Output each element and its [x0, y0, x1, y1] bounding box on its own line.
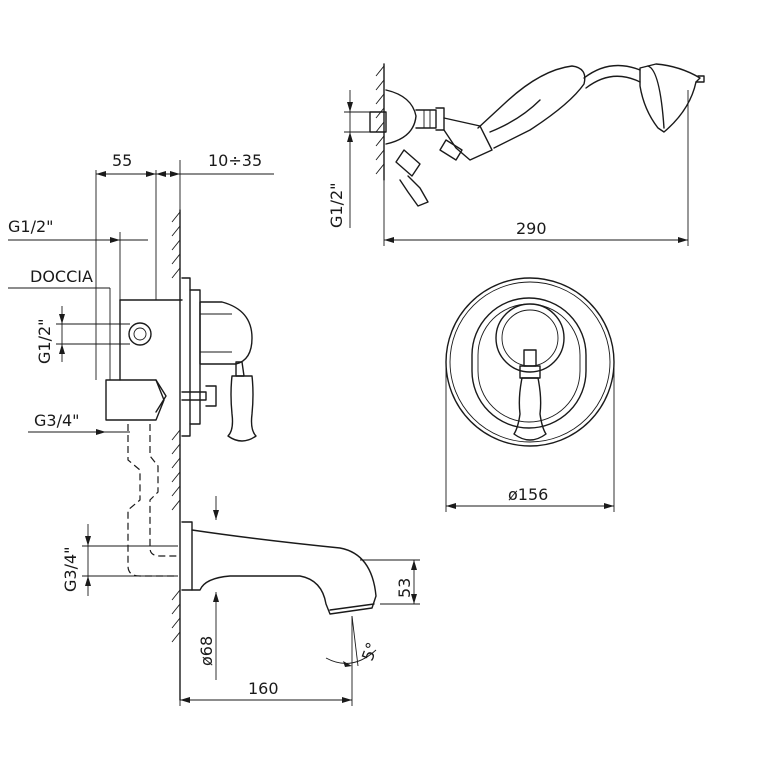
dim-d156: ø156: [445, 362, 615, 512]
dim-290: 290: [383, 90, 689, 246]
shower-outlet: [128, 322, 152, 346]
lever-handle: [227, 375, 257, 442]
dim-g34-top: G3/4": [28, 411, 130, 435]
mixer-side-view: [105, 209, 377, 701]
dim-290-label: 290: [516, 219, 547, 238]
dim-55-label: 55: [112, 151, 132, 170]
dim-d68: ø68: [197, 496, 219, 680]
shower-wall-hatch: [375, 65, 385, 175]
mixer-front-view: [445, 277, 615, 447]
dim-5deg: 5°: [325, 615, 382, 667]
dim-d68-label: ø68: [197, 636, 216, 666]
dim-g12-side: G1/2": [35, 306, 130, 364]
dim-10-35-label: 10÷35: [208, 151, 262, 170]
dim-53-label: 53: [395, 578, 414, 598]
hand-shower-view: [369, 63, 705, 207]
doccia-label: DOCCIA: [30, 267, 93, 286]
dim-53: 53: [360, 559, 420, 605]
dim-g34-side: G3/4": [61, 524, 178, 596]
dim-g12-top: G1/2": [8, 217, 148, 300]
g34-side-label: G3/4": [61, 546, 80, 592]
g12-top-label: G1/2": [8, 217, 54, 236]
dim-55-group: 55 10÷35: [95, 151, 274, 380]
g34-top-label: G3/4": [34, 411, 80, 430]
dim-g12-shower: G1/2": [327, 90, 384, 228]
wall-hatch: [171, 211, 181, 643]
g12-side-label: G1/2": [35, 318, 54, 364]
dim-160: 160: [179, 666, 353, 706]
dim-d156-label: ø156: [508, 485, 548, 504]
lever-handle-front: [513, 377, 547, 441]
dim-5deg-label: 5°: [358, 640, 382, 664]
doccia-callout: DOCCIA: [8, 267, 111, 380]
g12-shower-label: G1/2": [327, 182, 346, 228]
dim-160-label: 160: [248, 679, 279, 698]
